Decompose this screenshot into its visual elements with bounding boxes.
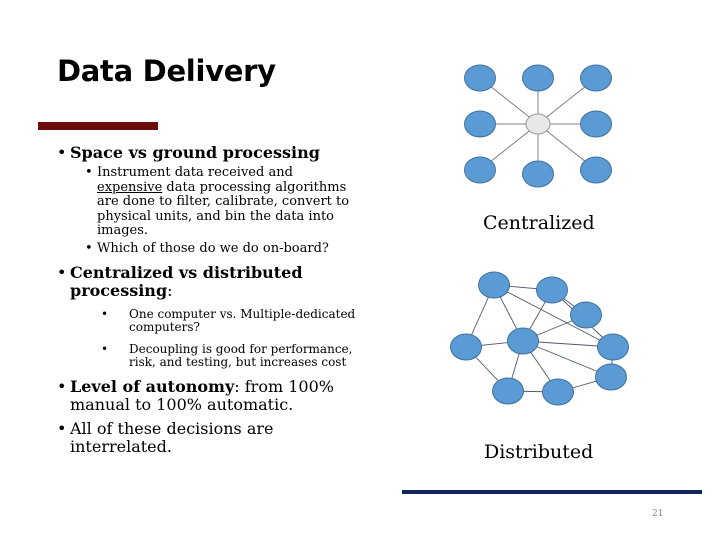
bullet-dot: • [57, 419, 67, 438]
distributed-node [595, 363, 627, 391]
bullet-dot: • [101, 307, 109, 321]
centralized-node [464, 156, 496, 184]
centralized-caption: Centralized [483, 212, 595, 234]
distributed-node [536, 276, 568, 304]
sub-bullet-one-computer: •One computer vs. Multiple-dedicated com… [101, 307, 356, 334]
footer-rule [402, 490, 702, 494]
bullet-dot: • [85, 165, 93, 180]
title-accent-bar [38, 122, 158, 130]
distributed-node [478, 271, 510, 299]
centralized-node [522, 64, 554, 92]
sub-bullet-on-board: •Which of those do we do on-board? [85, 240, 329, 256]
bullet-dot: • [57, 143, 67, 162]
bullet-list: •Space vs ground processing •Instrument … [57, 144, 357, 460]
distributed-node [597, 333, 629, 361]
distributed-node [492, 377, 524, 405]
underlined-word: expensive [97, 179, 163, 195]
bullet-interrelated: •All of these decisions are interrelated… [57, 419, 274, 456]
centralized-node [464, 64, 496, 92]
slide-number: 21 [652, 509, 664, 519]
sub-bullet-instrument-data: •Instrument data received and expensive … [85, 165, 350, 238]
centralized-hub-node [525, 113, 551, 135]
centralized-node [580, 156, 612, 184]
bullet-dot: • [57, 377, 67, 396]
sub-bullet-decoupling: •Decoupling is good for performance, ris… [101, 342, 353, 369]
distributed-nodes [450, 271, 629, 406]
bullet-centralized-vs-distributed: •Centralized vs distributed processing: [57, 263, 303, 300]
centralized-node [580, 110, 612, 138]
slide-title: Data Delivery [57, 54, 276, 88]
bullet-dot: • [57, 263, 67, 282]
distributed-node [570, 301, 602, 329]
centralized-node [580, 64, 612, 92]
bullet-level-of-autonomy: •Level of autonomy: from 100% manual to … [57, 377, 334, 414]
bullet-space-vs-ground: •Space vs ground processing [57, 143, 320, 162]
distributed-links [465, 284, 614, 393]
distributed-link [493, 284, 614, 348]
distributed-caption: Distributed [484, 441, 594, 463]
centralized-node [522, 160, 554, 188]
distributed-node [507, 327, 539, 355]
distributed-link [522, 340, 612, 378]
centralized-nodes [464, 64, 612, 188]
bullet-dot: • [85, 240, 93, 256]
distributed-node [450, 333, 482, 361]
bullet-dot: • [101, 342, 109, 356]
distributed-node [542, 378, 574, 406]
centralized-node [464, 110, 496, 138]
